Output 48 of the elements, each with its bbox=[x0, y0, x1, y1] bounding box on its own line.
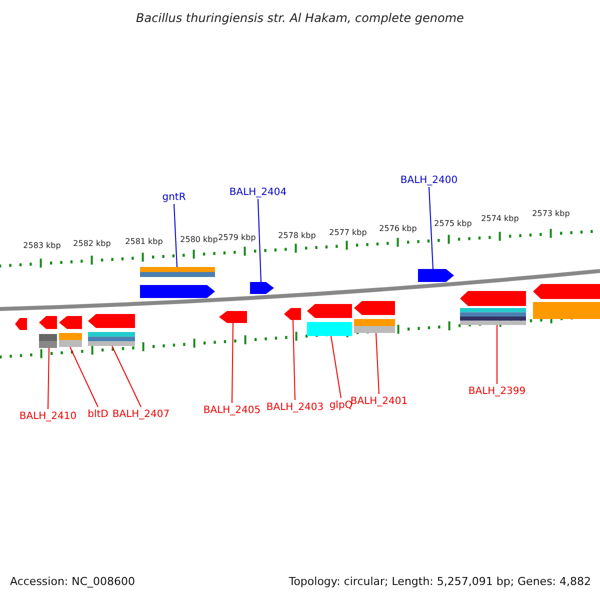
gene-feature bbox=[219, 311, 247, 323]
scale-label: 2581 kbp bbox=[125, 236, 163, 248]
gene-label: BALH_2404 bbox=[229, 186, 287, 198]
gene-feature bbox=[250, 282, 274, 294]
leader-line bbox=[48, 348, 50, 410]
gene-label: BALH_2400 bbox=[400, 174, 458, 186]
scale-label: 2577 kbp bbox=[329, 226, 367, 238]
leader-line bbox=[174, 204, 178, 268]
scale-label: 2575 kbp bbox=[434, 218, 472, 230]
scale-label: 2582 kbp bbox=[73, 238, 111, 250]
gene-label: BALH_2403 bbox=[266, 400, 324, 414]
leader-line bbox=[70, 346, 98, 408]
scale-label: 2574 kbp bbox=[481, 212, 519, 224]
leader-line bbox=[330, 336, 342, 398]
scale-label: 2579 kbp bbox=[218, 232, 256, 244]
gene-feature bbox=[418, 269, 454, 282]
scale-label: 2580 kbp bbox=[180, 234, 218, 246]
scale-label: 2573 kbp bbox=[532, 208, 570, 220]
gene-label: bltD bbox=[88, 408, 108, 420]
gene-feature bbox=[59, 316, 82, 347]
leader-line bbox=[428, 186, 434, 270]
gene-feature bbox=[140, 267, 215, 298]
gene-feature bbox=[354, 301, 395, 333]
footer-text: Topology: circular; Length: 5,257,091 bp; Genes: 4,882 bbox=[288, 574, 591, 588]
leader-line bbox=[232, 322, 234, 404]
scale-label: 2583 kbp bbox=[23, 240, 61, 252]
footer-text: Accession: NC_008600 bbox=[10, 574, 136, 588]
gene-feature bbox=[533, 284, 600, 319]
gene-label: BALH_2401 bbox=[350, 394, 408, 408]
gene-label: gntR bbox=[162, 190, 186, 204]
gene-label: BALH_2410 bbox=[19, 410, 77, 422]
leader-line bbox=[496, 324, 498, 384]
gene-feature bbox=[307, 304, 352, 336]
leader-line bbox=[292, 320, 296, 400]
gene-feature bbox=[88, 314, 135, 346]
gene-label: BALH_2399 bbox=[468, 384, 526, 398]
scale-label: 2578 kbp bbox=[278, 230, 316, 242]
scale-label: 2576 kbp bbox=[379, 222, 417, 234]
leader-line bbox=[376, 332, 380, 394]
gene-label: BALH_2407 bbox=[112, 408, 170, 420]
gene-feature bbox=[460, 291, 526, 325]
chart-title: Bacillus thuringiensis str. Al Hakam, complete genome bbox=[136, 12, 464, 24]
leader-line bbox=[112, 346, 142, 408]
gene-feature bbox=[284, 308, 301, 320]
gene-feature bbox=[39, 316, 57, 348]
gene-feature bbox=[15, 318, 27, 330]
leader-line bbox=[258, 198, 262, 282]
gene-label: BALH_2405 bbox=[203, 404, 261, 416]
